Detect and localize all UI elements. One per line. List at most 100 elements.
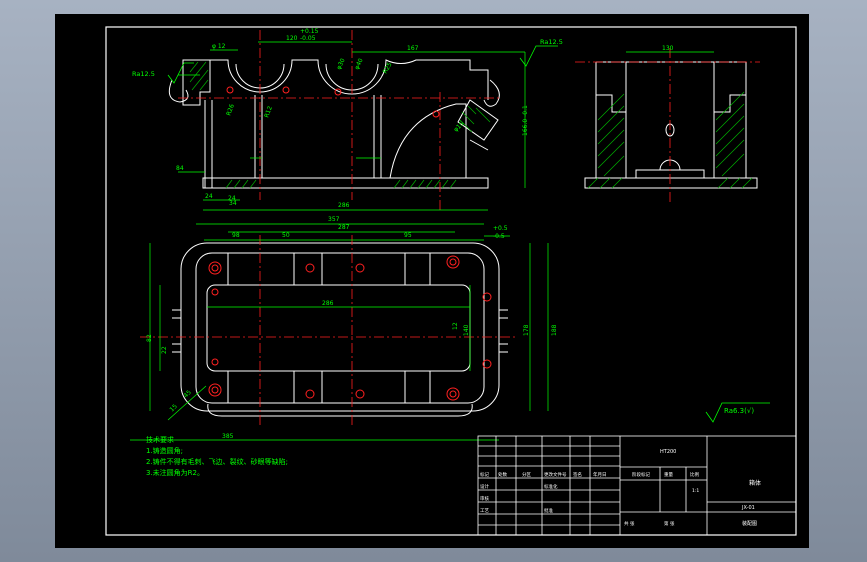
notes-line-3: 3.未注圆角为R2。	[146, 468, 204, 477]
side-outer-walls	[595, 62, 747, 178]
dim-82: 82	[146, 334, 153, 342]
right-hook	[483, 79, 500, 107]
tb-process: 工艺	[480, 508, 489, 514]
dim-22: 22	[161, 346, 168, 354]
dim-15: 15	[168, 403, 178, 413]
dim-286-top: 286	[322, 300, 334, 307]
inclined-boss	[457, 99, 499, 141]
dim-tol-top: +0.15	[300, 28, 319, 35]
tb-drawing-no: JX-01	[741, 505, 755, 511]
dim-287: 287	[338, 224, 350, 231]
dim-178: 178	[523, 324, 530, 336]
wall-m2	[404, 253, 431, 403]
side-base	[584, 177, 758, 189]
roughness-symbol-left	[167, 62, 194, 84]
front-dimensions	[178, 41, 526, 211]
roughness-general: Ra6.3(√)	[724, 407, 754, 415]
boss-line	[469, 139, 489, 151]
dim-34: 34	[229, 200, 237, 207]
dim-r-a: R26	[225, 103, 236, 117]
tb-approve: 批准	[544, 507, 553, 514]
side-inner-walls	[625, 62, 715, 178]
top-outer-flange	[180, 242, 500, 412]
tb-weight: 重量	[664, 471, 673, 478]
dim-phi12: φ 12	[212, 43, 226, 50]
top-holes	[208, 255, 492, 401]
base-plate	[202, 177, 489, 189]
roughness-symbol-top	[519, 45, 558, 67]
dim-r-c: φ30	[335, 57, 346, 71]
curved-rib	[389, 103, 467, 179]
dim-r-d: φ40	[353, 57, 364, 71]
dim-130: 130	[662, 45, 674, 52]
left-hook	[168, 79, 189, 103]
dim-286: 286	[338, 202, 350, 209]
dim-357: 357	[328, 216, 340, 223]
dim-12: 12	[452, 322, 459, 330]
drawing-paper	[55, 14, 809, 548]
notes-heading: 技术要求	[146, 435, 174, 444]
tb-date: 年月日	[593, 471, 607, 478]
dim-140: 140	[463, 324, 470, 336]
dim-385: 385	[222, 433, 234, 440]
bottom-lip	[207, 403, 473, 417]
dim-188: 188	[551, 324, 558, 336]
tb-shared: 共 张	[624, 520, 635, 527]
technical-notes: 技术要求 1.铸造圆角; 2.铸件不得有毛刺、飞边、裂纹、砂眼等缺陷; 3.未注…	[146, 435, 288, 477]
sheet-border	[105, 26, 797, 536]
tb-signature: 签名	[573, 471, 582, 478]
dim-45: 45	[182, 389, 192, 399]
front-hatching	[189, 61, 491, 189]
dim-84: 84	[176, 165, 184, 172]
side-centerlines	[575, 48, 760, 205]
dim-120: 120	[286, 35, 298, 42]
front-centerlines	[178, 30, 500, 210]
tb-scale: 1:1	[692, 488, 699, 494]
tb-standardize: 标准化	[544, 483, 558, 490]
top-dimensions	[130, 223, 549, 441]
dim-98: 98	[232, 232, 240, 239]
tol-plus: +0.5	[493, 225, 508, 232]
lugs-left	[172, 309, 181, 353]
dim-50: 50	[282, 232, 290, 239]
roughness-symbols	[167, 45, 770, 423]
tb-design: 设计	[480, 483, 489, 490]
tb-review: 审核	[480, 495, 489, 502]
top-inner-flange	[195, 252, 485, 404]
tb-sheet-of: 第 张	[664, 520, 675, 527]
notes-line-1: 1.铸造圆角;	[146, 446, 183, 455]
tb-change: 更改文件号	[544, 471, 567, 478]
wall-m1	[293, 253, 323, 403]
lugs-right	[499, 309, 508, 353]
side-step-left	[596, 94, 626, 113]
side-hatching	[587, 91, 753, 189]
dim-r-b: R12	[263, 105, 274, 119]
dim-167: 167	[407, 45, 419, 52]
tb-part-name: 箱体	[749, 479, 761, 487]
dim-95: 95	[404, 232, 412, 239]
front-holes	[226, 86, 440, 118]
dim-height: 166.0 -0.1	[522, 105, 529, 136]
roughness-top: Ra12.5	[540, 38, 563, 46]
top-outline	[210, 59, 489, 100]
notes-line-2: 2.铸件不得有毛刺、飞边、裂纹、砂眼等缺陷;	[146, 457, 288, 466]
tb-school: 装配图	[742, 520, 757, 527]
dim-24: 24	[205, 193, 213, 200]
tb-marks: 标记	[480, 471, 489, 478]
tol-minus: -0.5	[493, 233, 505, 240]
tb-ratio: 比例	[690, 471, 699, 478]
tb-stage: 阶段标记	[632, 471, 650, 478]
title-block-text: HT200 箱体 JX-01 装配图 标记 处数 分区 更改文件号 签名 年月日…	[480, 449, 761, 527]
tb-count: 处数	[498, 471, 507, 478]
tb-zone: 分区	[522, 471, 531, 478]
dim-tol-bottom: -0.05	[300, 35, 316, 42]
roughness-symbol-general	[705, 402, 770, 423]
dim-24b: 24	[228, 195, 236, 202]
front-view	[168, 59, 500, 189]
top-centerlines	[140, 235, 515, 425]
tb-material: HT200	[660, 449, 676, 455]
title-block	[477, 435, 797, 536]
roughness-left: Ra12.5	[132, 70, 155, 78]
